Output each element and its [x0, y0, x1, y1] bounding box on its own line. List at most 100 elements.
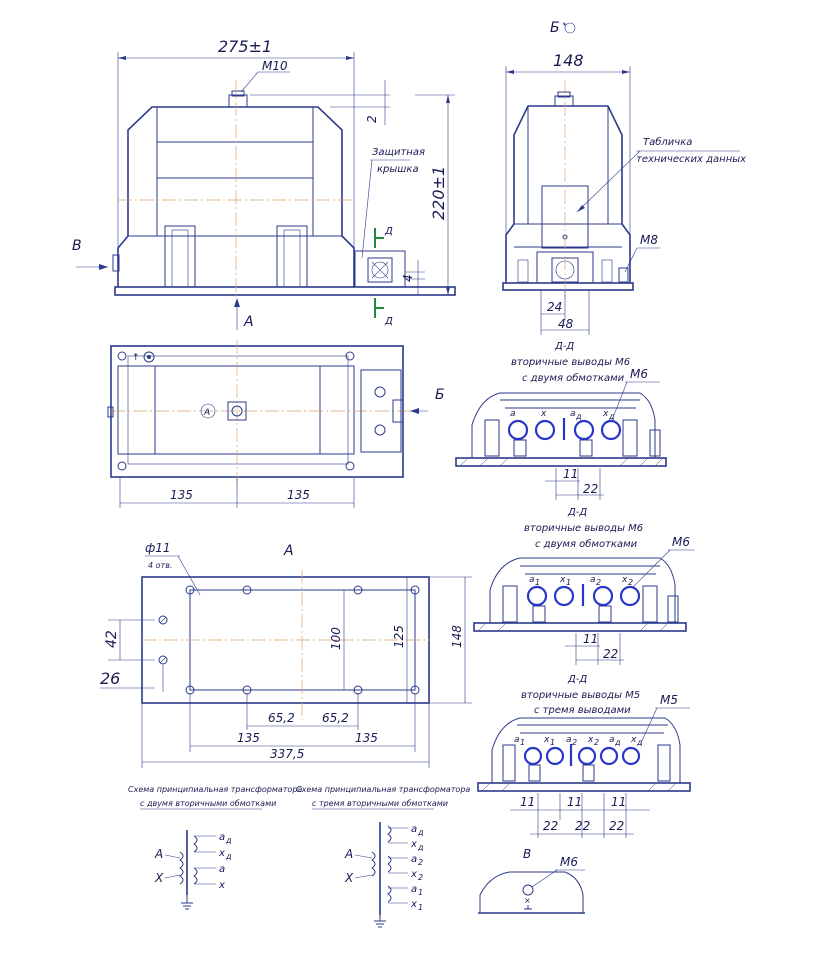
sec1-bolt: M6 — [630, 367, 648, 381]
dim-65-right: 65,2 — [322, 711, 349, 725]
arrow-a-label: А — [243, 314, 254, 330]
sec2-title-1: Д-Д — [567, 507, 587, 518]
sec3-t2: x — [543, 735, 550, 745]
bolt-m10-label: M10 — [262, 59, 288, 73]
sec3-title-2: вторичные выводы М5 — [521, 690, 640, 701]
sec1-t4-sub: д — [608, 412, 615, 421]
section-mark-top: Д — [384, 226, 393, 237]
side-dim-48: 48 — [558, 317, 574, 331]
sec3-title-3: с тремя выводами — [534, 705, 631, 716]
sec3-dim-22-c: 22 — [609, 819, 624, 833]
front-view: 275±1 M10 2 220±1 Защитная крышка Д Д 4 — [72, 37, 456, 330]
sch1-l1: a — [219, 832, 225, 843]
side-view-title: Б — [550, 20, 560, 36]
view-b-bolt: M6 — [560, 855, 578, 869]
sec1-t3-sub: д — [575, 412, 582, 421]
sec3-dim-22-a: 22 — [543, 819, 558, 833]
section-1: Д-Д вторичные выводы М6 с двумя обмоткам… — [455, 341, 667, 500]
view-b-title: В — [523, 847, 531, 861]
sch2-l1-sub: д — [417, 828, 424, 837]
sch2-caption-1: Схема принципиальная трансформатора — [296, 785, 470, 794]
sec3-title-1: Д-Д — [567, 674, 587, 685]
sec2-dim-11: 11 — [583, 632, 598, 646]
top-dim-135-right: 135 — [287, 488, 310, 502]
sec3-t2-sub: 1 — [550, 738, 555, 747]
dim-135-right: 135 — [355, 731, 378, 745]
sec2-title-3: с двумя обмотками — [535, 538, 638, 550]
sch2-caption-2: с тремя вторичными обмотками — [312, 799, 448, 808]
sec3-dim-22-b: 22 — [575, 819, 590, 833]
sec1-t1: a — [510, 409, 516, 419]
sec2-t2-sub: 1 — [566, 578, 571, 587]
sch2-l6-sub: 1 — [418, 903, 423, 912]
section-2: Д-Д вторичные выводы М6 с двумя обмоткам… — [473, 507, 695, 665]
sch2-primary-x: Х — [344, 871, 354, 885]
sec2-t4-sub: 2 — [628, 578, 633, 587]
hole-diameter: ф11 — [145, 541, 171, 555]
dim-100: 100 — [329, 627, 343, 650]
dim-26: 26 — [100, 669, 120, 688]
sch1-caption-2: с двумя вторичными обмотками — [140, 799, 276, 808]
sec2-t1: a — [529, 575, 535, 585]
sch1-caption-1: Схема принципиальная трансформатора — [128, 785, 302, 794]
dim-220: 220±1 — [429, 166, 448, 220]
sec1-dim-11: 11 — [563, 467, 578, 481]
sec2-t3-sub: 2 — [596, 578, 601, 587]
dim-125: 125 — [392, 625, 406, 648]
sch2-l5-sub: 1 — [418, 888, 423, 897]
sec3-bolt: M5 — [660, 693, 678, 707]
dim-4: 4 — [401, 274, 415, 282]
side-dim-24: 24 — [547, 300, 562, 314]
base-view: А ф11 4 отв. 42 26 100 — [100, 541, 472, 768]
side-dim-148: 148 — [553, 51, 584, 70]
plate-label-line2: технических данных — [636, 154, 746, 165]
section-3: Д-Д вторичные выводы М5 с тремя выводами… — [477, 674, 691, 838]
sec1-t2: x — [540, 409, 547, 419]
cover-label-line2: крышка — [377, 164, 419, 175]
sec3-t3: a — [566, 735, 572, 745]
dim-135-left: 135 — [237, 731, 260, 745]
sch2-l4-sub: 2 — [418, 873, 423, 882]
sec2-title-2: вторичные выводы М6 — [524, 523, 643, 534]
sec3-t6-sub: д — [636, 738, 643, 747]
sec3-t4: x — [587, 735, 594, 745]
sec1-title-1: Д-Д — [554, 341, 574, 352]
dim-2: 2 — [365, 115, 379, 123]
sch2-l3: a — [411, 854, 417, 865]
sch1-primary-x: Х — [154, 871, 164, 885]
sch2-l1: a — [411, 824, 417, 835]
sch2-l5: a — [411, 884, 417, 895]
sec1-t4: x — [602, 409, 609, 419]
sch1-primary-a: А — [154, 847, 163, 861]
sec3-t5: a — [609, 735, 615, 745]
sch2-primary-a: А — [344, 847, 353, 861]
dim-42: 42 — [104, 630, 120, 648]
plate-label-line1: Табличка — [643, 136, 692, 148]
top-dim-135-left: 135 — [170, 488, 193, 502]
dim-65-left: 65,2 — [268, 711, 295, 725]
sec2-dim-22: 22 — [603, 647, 618, 661]
sch1-l4: x — [218, 880, 225, 891]
section-mark-bottom: Д — [384, 316, 393, 327]
top-view: А ↑ Б 135 135 — [107, 340, 445, 508]
sec3-dim-11-c: 11 — [611, 795, 626, 809]
svg-text:×: × — [524, 896, 531, 905]
sec3-t1: a — [514, 735, 520, 745]
sch1-l3: a — [219, 864, 225, 875]
sec2-bolt: M6 — [672, 535, 690, 549]
sec2-t4: x — [621, 575, 628, 585]
hole-count: 4 отв. — [148, 561, 172, 570]
svg-text:↑: ↑ — [132, 353, 140, 363]
sec1-title-3: с двумя обмотками — [522, 372, 625, 384]
dim-337: 337,5 — [270, 747, 304, 761]
sec3-t6: x — [630, 735, 637, 745]
sch1-l2-sub: д — [225, 852, 232, 861]
sec3-dim-11-b: 11 — [567, 795, 582, 809]
sch2-l2: x — [410, 839, 417, 850]
dim-275: 275±1 — [218, 37, 272, 56]
sec1-title-2: вторичные выводы М6 — [511, 357, 630, 368]
dim-148: 148 — [450, 625, 464, 648]
sch2-l3-sub: 2 — [418, 858, 423, 867]
